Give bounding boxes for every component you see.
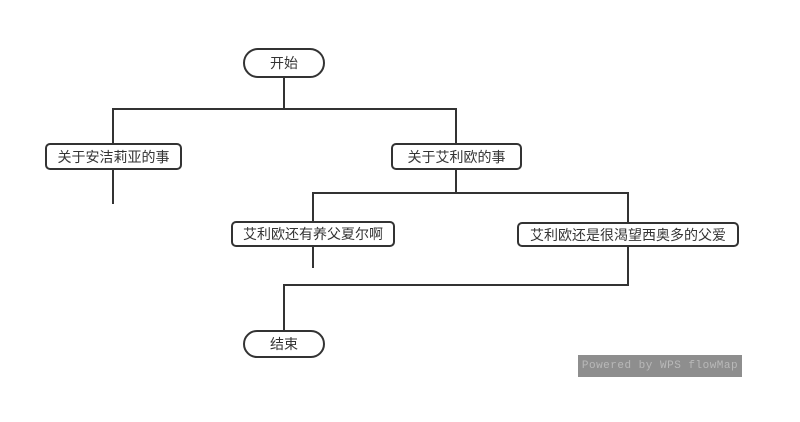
edge-end-in-line — [283, 286, 285, 330]
edge-angelia-dangling-line — [112, 170, 114, 204]
edge-theodore-end-horizontal-line — [283, 284, 629, 286]
edge-elio-down-line — [455, 170, 457, 193]
edge-to-theodore-line — [627, 194, 629, 222]
node-about-angelia[interactable]: 关于安洁莉亚的事 — [45, 143, 182, 170]
node-end[interactable]: 结束 — [243, 330, 325, 358]
node-about-elio[interactable]: 关于艾利欧的事 — [391, 143, 522, 170]
edge-branch1-horizontal-line — [112, 108, 457, 110]
edge-theodore-down-line — [627, 247, 629, 285]
edge-branch2-horizontal-line — [312, 192, 629, 194]
node-start[interactable]: 开始 — [243, 48, 325, 78]
edge-to-angelia-line — [112, 110, 114, 143]
edge-start-down-line — [283, 78, 285, 109]
edge-to-elio-line — [455, 110, 457, 143]
edge-foster-father-dangling-line — [312, 247, 314, 268]
node-elio-longs-for-theodore[interactable]: 艾利欧还是很渴望西奥多的父爱 — [517, 222, 739, 247]
wps-flowmap-watermark: Powered by WPS flowMap — [578, 355, 742, 377]
edge-to-foster-father-line — [312, 194, 314, 221]
node-elio-foster-father[interactable]: 艾利欧还有养父夏尔啊 — [231, 221, 395, 247]
